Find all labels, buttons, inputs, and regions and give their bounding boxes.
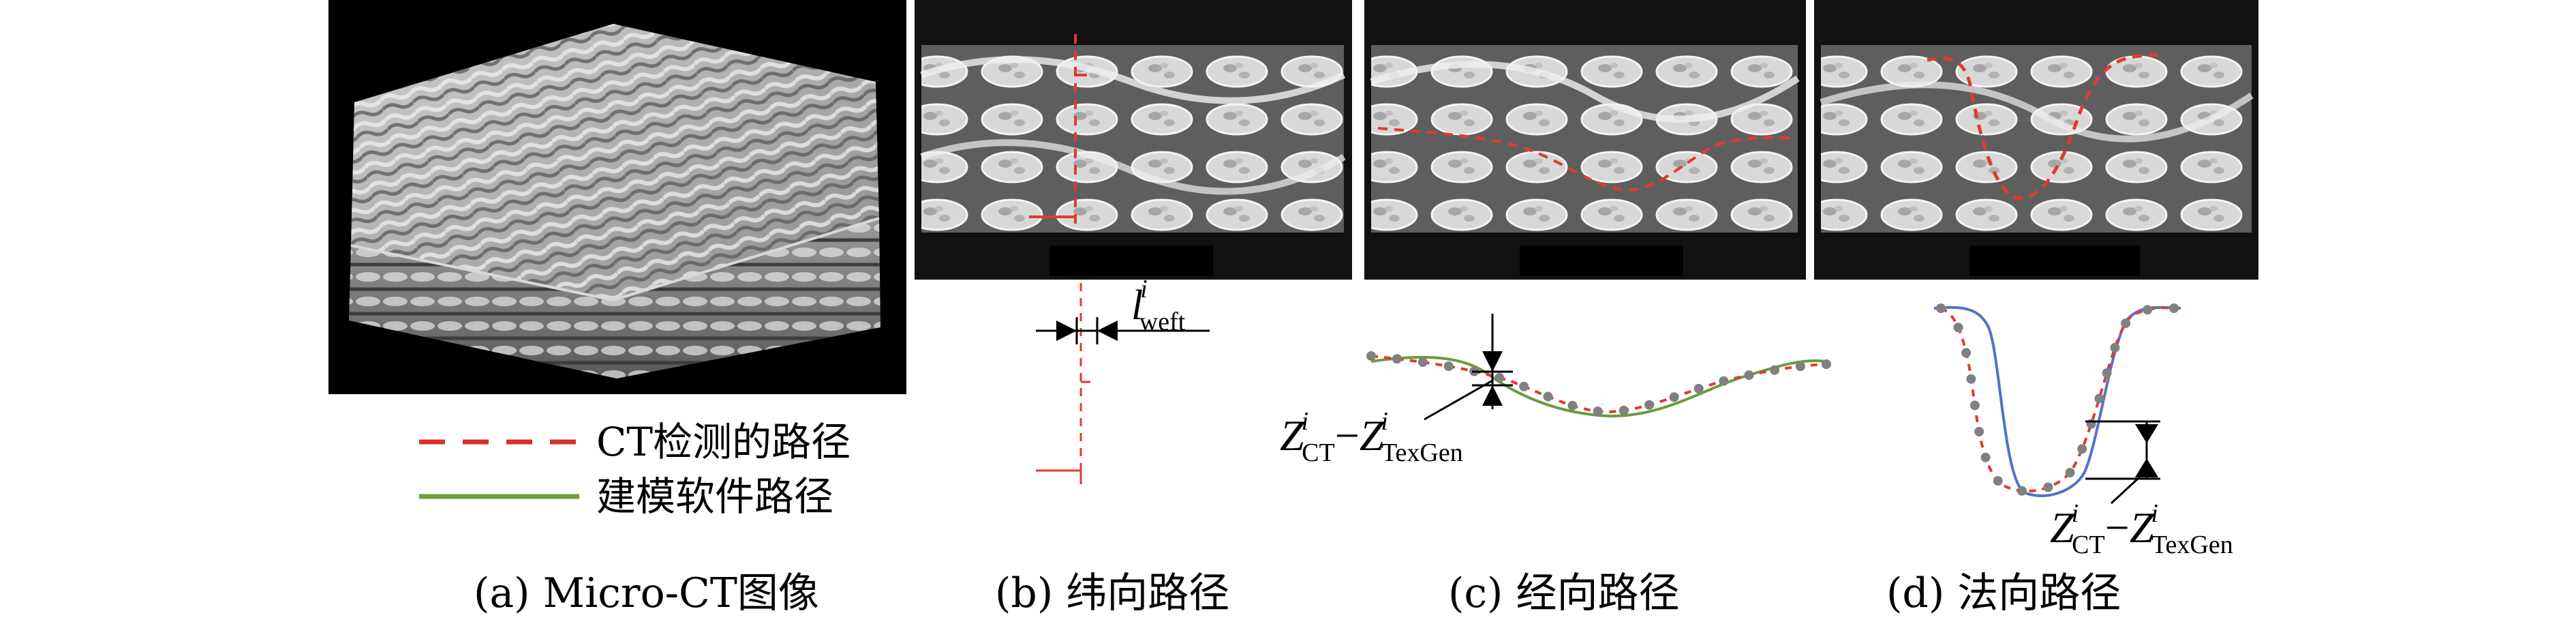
legend: CT检测的路径 建模软件路径 (419, 419, 850, 520)
path-point (1366, 351, 1376, 361)
caption-a: (a) Micro-CT图像 (474, 569, 819, 617)
path-point (2094, 393, 2104, 404)
caption-b: (b) 纬向路径 (995, 569, 1229, 617)
path-point (1593, 406, 1603, 417)
path-point (1669, 392, 1679, 402)
path-point (1744, 370, 1754, 381)
caption-d: (d) 法向路径 (1886, 569, 2121, 617)
path-point (2143, 305, 2153, 315)
path-point (1693, 383, 1704, 393)
path-point (2065, 468, 2075, 477)
path-point (1953, 323, 1963, 333)
path-point (1795, 361, 1805, 372)
path-point (1392, 354, 1402, 364)
path-point (1969, 400, 1980, 411)
path-point (1719, 376, 1729, 386)
path-point (1980, 452, 1991, 462)
path-point (1993, 476, 2003, 486)
warp-path-points (1366, 351, 1831, 417)
path-point (1494, 372, 1505, 383)
path-point (2102, 368, 2112, 378)
path-point (1644, 400, 1655, 410)
path-point (2110, 342, 2120, 353)
path-point (2121, 318, 2131, 329)
panel-b-ct-section (915, 0, 1352, 280)
path-point (2043, 482, 2053, 492)
path-point (1519, 381, 1529, 391)
legend-ct-label: CT检测的路径 (596, 419, 850, 465)
path-point (1443, 361, 1454, 371)
panel-a-micro-ct-image (328, 0, 906, 394)
panel-c-ct-section (1364, 0, 1806, 280)
path-point (1974, 426, 1984, 436)
path-point (1770, 365, 1780, 375)
path-point (1936, 303, 1946, 313)
path-point (1822, 359, 1831, 369)
path-point (1567, 400, 1578, 411)
path-point (2017, 486, 2027, 496)
caption-c: (c) 经向路径 (1448, 569, 1680, 617)
path-point (2169, 303, 2179, 313)
path-point (1543, 391, 1553, 402)
legend-model-label: 建模软件路径 (596, 473, 833, 520)
normal-path-points (1936, 303, 2179, 496)
path-point (1966, 374, 1976, 384)
panel-d-ct-section (1814, 0, 2258, 280)
path-point (1619, 405, 1629, 415)
path-point (1417, 357, 1428, 368)
path-point (1961, 348, 1972, 358)
path-point (2077, 444, 2087, 454)
